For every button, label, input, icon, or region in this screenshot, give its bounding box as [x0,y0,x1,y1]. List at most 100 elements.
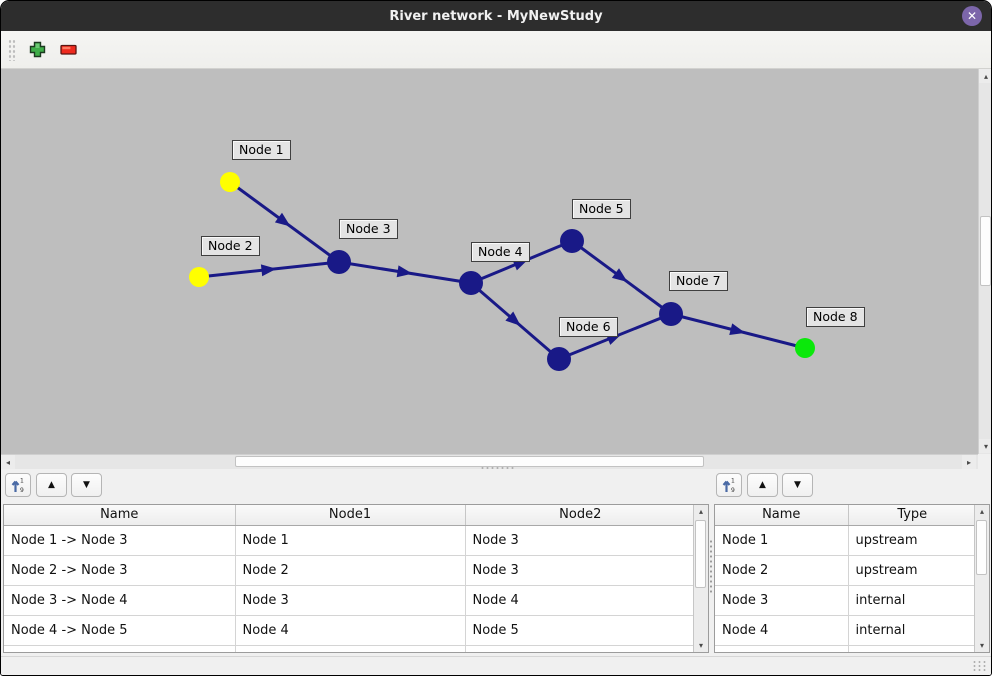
node-circle[interactable] [189,267,209,287]
horizontal-scroll-thumb[interactable] [235,456,704,467]
edge-arrow-icon [260,264,277,277]
column-header-node1[interactable]: Node1 [235,505,466,526]
table-cell[interactable]: Node 2 -> Node 3 [4,555,236,586]
table-cell [848,645,976,652]
table-cell[interactable]: Node 2 [235,555,466,586]
node-circle[interactable] [659,302,683,326]
edge-arrow-icon [505,311,521,326]
scroll-up-button[interactable]: ▴ [694,505,708,518]
table-cell[interactable]: Node 5 [465,615,695,646]
sort-button[interactable]: 1 9 [5,473,31,497]
nodes-table-scrollbar[interactable]: ▴ ▾ [974,505,989,652]
edge-arrow-icon [274,212,291,227]
scroll-up-button[interactable]: ▴ [975,505,989,518]
table-cell[interactable]: Node 4 [465,585,695,616]
table-cell[interactable]: Node 4 [715,615,849,646]
table-cell[interactable]: internal [848,615,976,646]
table-cell[interactable]: Node 1 [715,525,849,556]
titlebar: River network - MyNewStudy ✕ [1,1,991,31]
table-cell[interactable]: upstream [848,525,976,556]
table-row [715,645,976,652]
table-cell[interactable]: Node 1 [235,525,466,556]
scroll-down-button[interactable]: ▾ [975,638,989,652]
vertical-scroll-thumb[interactable] [976,520,987,575]
node-label: Node 5 [572,199,631,219]
table-cell[interactable]: Node 3 [235,585,466,616]
node-label: Node 1 [232,140,291,160]
table-cell[interactable]: Node 3 [465,525,695,556]
bottom-panel: 1 9 ▲ ▼ 1 9 ▲ ▼ [1,469,991,656]
node-circle[interactable] [459,271,483,295]
resize-grip-icon[interactable] [972,660,986,672]
down-arrow-icon: ▼ [794,480,801,490]
table-cell[interactable]: Node 1 -> Node 3 [4,525,236,556]
table-cell[interactable]: upstream [848,555,976,586]
column-header-type[interactable]: Type [848,505,976,526]
table-cell[interactable]: Node 3 -> Node 4 [4,585,236,616]
scroll-down-button[interactable]: ▾ [979,439,991,453]
sort-button-right[interactable]: 1 9 [716,473,742,497]
table-cell[interactable]: Node 4 [235,615,466,646]
svg-text:9: 9 [20,487,24,493]
vertical-scroll-thumb[interactable] [695,520,706,588]
up-arrow-icon: ▲ [759,480,766,490]
window-title: River network - MyNewStudy [389,8,603,24]
table-cell [4,645,236,652]
canvas-vertical-scrollbar[interactable]: ▴ ▾ [978,69,991,454]
scroll-left-button[interactable]: ◂ [1,455,15,469]
edges-table-scrollbar[interactable]: ▴ ▾ [693,505,708,652]
table-cell [465,645,695,652]
table-cell[interactable]: Node 4 -> Node 5 [4,615,236,646]
node-label: Node 3 [339,219,398,239]
up-arrow-icon: ▲ [48,480,55,490]
table-cell[interactable]: Node 2 [715,555,849,586]
statusbar [1,656,991,675]
table-cell[interactable]: Node 3 [715,585,849,616]
move-down-button-right[interactable]: ▼ [782,473,813,497]
column-header-node2[interactable]: Node2 [465,505,695,526]
toolbar-drag-handle-icon[interactable] [8,38,16,61]
scroll-down-button[interactable]: ▾ [694,638,708,652]
edge-arrow-icon [729,323,746,335]
move-up-button-right[interactable]: ▲ [747,473,778,497]
scroll-up-button[interactable]: ▴ [979,69,991,83]
close-button[interactable]: ✕ [962,6,982,26]
node-circle[interactable] [547,347,571,371]
node-label: Node 4 [471,242,530,262]
canvas-horizontal-scrollbar[interactable]: ◂ ▸ [1,454,978,469]
node-circle[interactable] [795,338,815,358]
table-row [4,645,695,652]
add-button[interactable] [24,37,50,63]
panel-splitter-handle[interactable] [480,466,514,470]
node-circle[interactable] [220,172,240,192]
add-icon [29,41,45,58]
table-splitter-handle[interactable] [709,539,714,595]
node-label: Node 8 [806,307,865,327]
move-up-button[interactable]: ▲ [36,473,67,497]
svg-text:1: 1 [20,478,24,485]
node-circle[interactable] [327,250,351,274]
vertical-scroll-thumb[interactable] [980,216,991,286]
remove-button[interactable] [56,37,82,63]
column-header-name[interactable]: Name [715,505,849,526]
table-cell[interactable]: Node 3 [465,555,695,586]
column-header-name[interactable]: Name [4,505,236,526]
node-circle[interactable] [560,229,584,253]
svg-text:1: 1 [731,478,735,485]
scroll-right-button[interactable]: ▸ [962,455,976,469]
move-down-button[interactable]: ▼ [71,473,102,497]
table-cell[interactable]: internal [848,585,976,616]
down-arrow-icon: ▼ [83,480,90,490]
